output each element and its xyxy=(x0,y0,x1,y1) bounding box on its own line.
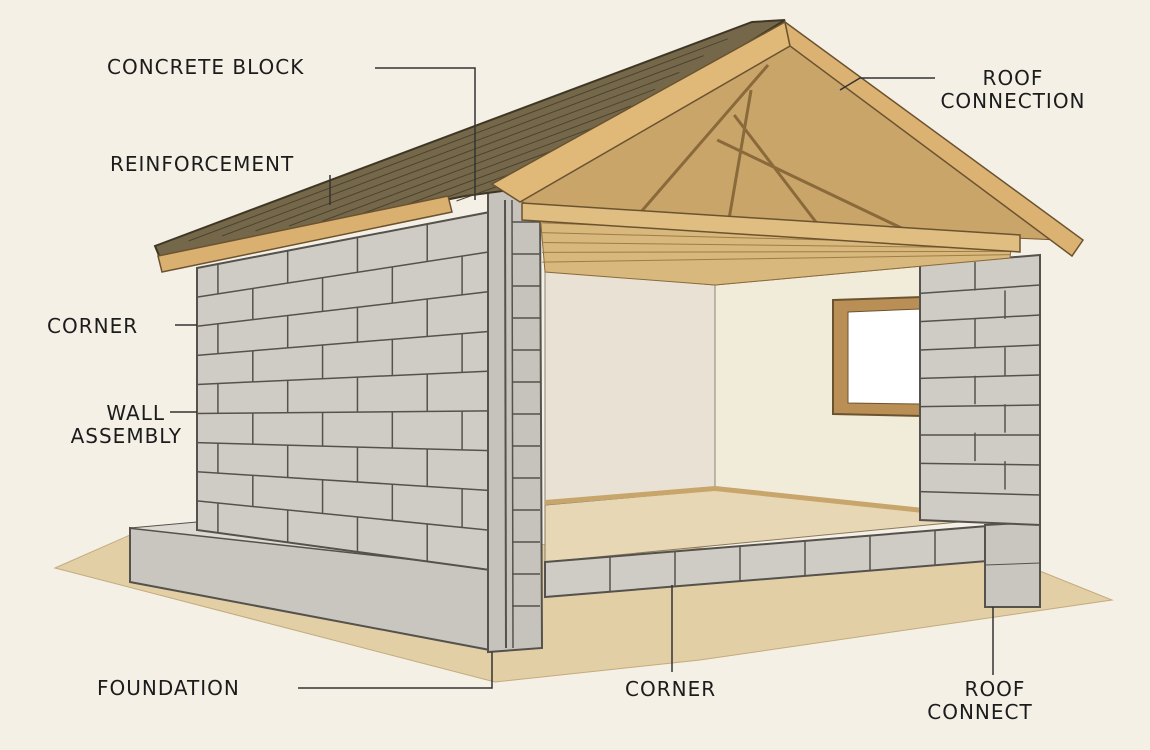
label-corner-left: CORNER xyxy=(47,314,139,338)
shingle-course xyxy=(255,71,680,232)
label-corner-bottom: CORNER xyxy=(625,677,717,701)
ceiling-plank xyxy=(541,254,1012,263)
leader-lines xyxy=(170,67,994,689)
label-roof-connection-line1: ROOF xyxy=(982,66,1044,90)
rafter xyxy=(732,114,824,231)
mortar-line xyxy=(196,471,491,492)
shingle-course xyxy=(221,55,704,237)
right-block-wall xyxy=(919,253,1041,527)
interior-back-wall xyxy=(544,269,716,506)
pier-joint xyxy=(984,562,1041,566)
mortar-line xyxy=(919,374,1041,380)
window-glass xyxy=(847,308,921,405)
label-wall-assembly-line2: ASSEMBLY xyxy=(70,424,182,448)
reinforcement-bar xyxy=(511,199,514,649)
mortar-line xyxy=(919,490,1041,496)
shingle-course xyxy=(322,105,632,222)
corner-column xyxy=(487,176,544,654)
leader-roof-connection xyxy=(839,77,935,91)
mortar-line xyxy=(196,500,491,531)
rafter xyxy=(632,64,770,221)
ceiling-plank xyxy=(541,250,1012,253)
rafter xyxy=(726,89,753,226)
mortar-line xyxy=(919,344,1041,351)
mortar-line xyxy=(196,441,491,452)
mortar-line xyxy=(196,290,491,327)
label-roof-connection-line2: CONNECTION xyxy=(940,89,1086,113)
shingle-course xyxy=(355,122,607,217)
rafter xyxy=(716,138,917,237)
eave-fascia xyxy=(157,195,453,273)
mortar-line xyxy=(196,330,491,357)
leader-foundation xyxy=(298,652,493,689)
mortar-line xyxy=(196,410,491,415)
gable-trim-right xyxy=(783,20,1085,258)
shingle-course xyxy=(288,88,656,227)
mortar-line xyxy=(919,404,1041,408)
mortar-line xyxy=(196,370,491,386)
label-roof-connect-line1: ROOF xyxy=(964,677,1026,701)
label-wall-assembly-line1: WALL xyxy=(106,401,165,425)
shingle-course xyxy=(188,38,728,242)
label-roof-connect-line2: CONNECT xyxy=(927,700,1033,724)
label-reinforcement: REINFORCEMENT xyxy=(110,152,295,176)
baseboard xyxy=(545,486,990,520)
tie-beam xyxy=(521,202,1021,253)
mortar-line xyxy=(919,462,1041,466)
label-foundation: FOUNDATION xyxy=(97,676,240,700)
mortar-line xyxy=(919,314,1041,323)
label-concrete-block: CONCRETE BLOCK xyxy=(107,55,305,79)
leader-concrete-block xyxy=(375,67,476,200)
mortar-line xyxy=(919,284,1041,295)
reinforcement-bar xyxy=(504,199,507,649)
mortar-line xyxy=(196,251,491,298)
